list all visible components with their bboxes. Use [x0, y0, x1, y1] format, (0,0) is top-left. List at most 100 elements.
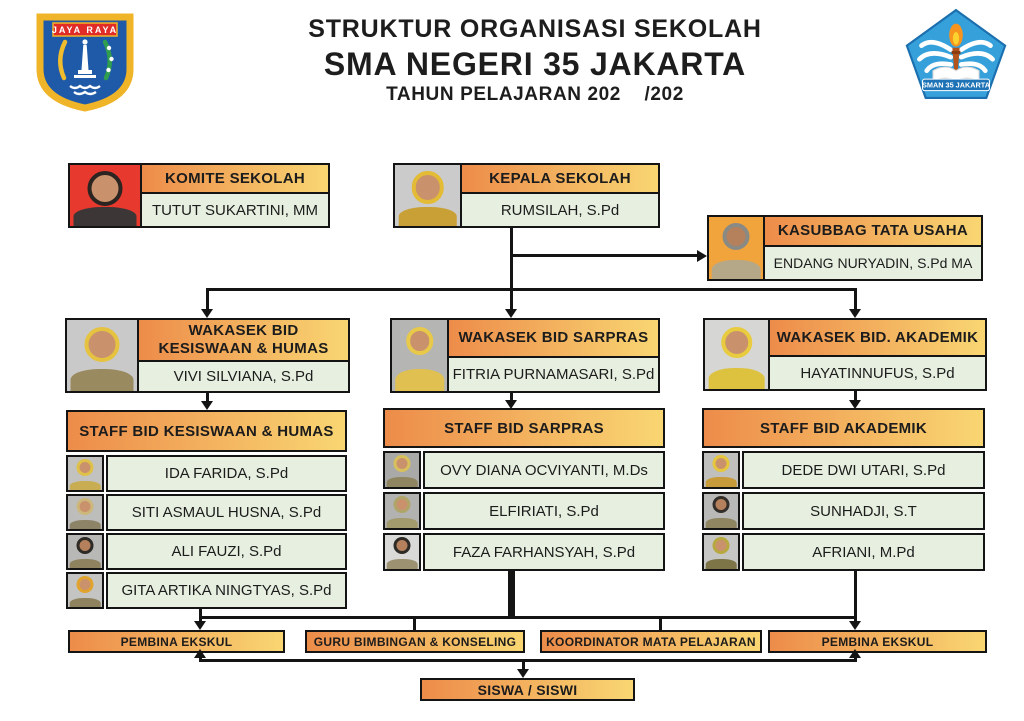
jakarta-banner-text: JAYA RAYA — [52, 25, 118, 35]
arrow-staff-right — [849, 400, 861, 409]
card-wakasek-akademik: WAKASEK BID. AKADEMIK HAYATINNUFUS, S.Pd — [703, 318, 987, 391]
photo-wakasek-sarpras — [390, 318, 447, 393]
role-title-wakasek-akademik: WAKASEK BID. AKADEMIK — [768, 318, 987, 357]
person-name-wakasek-akademik: HAYATINNUFUS, S.Pd — [768, 357, 987, 391]
connector-stub — [199, 656, 202, 661]
connector-kepala-down — [510, 228, 513, 290]
page-title: STRUKTUR ORGANISASI SEKOLAH SMA NEGERI 3… — [46, 15, 1024, 106]
staff-col-akademik: STAFF BID AKADEMIK DEDE DWI UTARI, S.Pd … — [702, 408, 985, 571]
connector-akademik-down — [854, 571, 857, 623]
connector-koord-stub — [659, 616, 662, 630]
card-wakasek-sarpras: WAKASEK BID SARPRAS FITRIA PURNAMASARI, … — [390, 318, 660, 393]
staff-row: GITA ARTIKA NINGTYAS, S.Pd — [66, 572, 347, 609]
staff-row: OVY DIANA OCVIYANTI, M.Ds — [383, 451, 665, 489]
connector-siswa-rail — [199, 659, 857, 662]
photo-staff-member — [66, 455, 104, 492]
person-name-staff: GITA ARTIKA NINGTYAS, S.Pd — [106, 572, 347, 609]
photo-staff-member — [383, 533, 421, 571]
person-name-staff: AFRIANI, M.Pd — [742, 533, 985, 571]
sman35-badge-logo: SMAN 35 JAKARTA — [905, 8, 1007, 99]
connector-stub — [510, 392, 513, 402]
person-name-staff: IDA FARIDA, S.Pd — [106, 455, 347, 492]
photo-staff-member — [702, 492, 740, 530]
connector-stub — [854, 288, 857, 310]
connector-to-kasubbag — [511, 254, 697, 257]
photo-wakasek-kesiswaan — [65, 318, 137, 393]
box-guru-bk: GURU BIMBINGAN & KONSELING — [305, 630, 525, 653]
arrow-up-pembina-right — [849, 649, 861, 658]
role-title-kepala: KEPALA SEKOLAH — [460, 163, 660, 194]
photo-staff-member — [702, 451, 740, 489]
arrow-wakasek-left — [201, 309, 213, 318]
role-title-komite: KOMITE SEKOLAH — [140, 163, 330, 194]
photo-staff-member — [383, 492, 421, 530]
person-name-kasubbag: ENDANG NURYADIN, S.Pd MA — [763, 247, 983, 281]
connector-stub — [854, 390, 857, 402]
person-name-kepala: RUMSILAH, S.Pd — [460, 194, 660, 228]
arrow-kasubbag — [697, 250, 707, 262]
photo-komite-sekolah — [68, 163, 140, 228]
person-name-staff: FAZA FARHANSYAH, S.Pd — [423, 533, 665, 571]
staff-row: AFRIANI, M.Pd — [702, 533, 985, 571]
connector-guru-stub — [413, 616, 416, 630]
jakarta-crest-logo: JAYA RAYA — [36, 13, 134, 112]
role-title-wakasek-kesiswaan: WAKASEK BID KESISWAAN & HUMAS — [137, 318, 350, 362]
connector-stub — [510, 288, 513, 310]
connector-stub — [206, 288, 209, 310]
staff-row: ELFIRIATI, S.Pd — [383, 492, 665, 530]
connector-sarpras-down-thick — [508, 571, 515, 618]
box-pembina-ekskul-left: PEMBINA EKSKUL — [68, 630, 285, 653]
staff-header-akademik: STAFF BID AKADEMIK — [702, 408, 985, 448]
person-name-wakasek-sarpras: FITRIA PURNAMASARI, S.Pd — [447, 358, 660, 393]
arrow-wakasek-right — [849, 309, 861, 318]
photo-staff-member — [702, 533, 740, 571]
arrow-pembina-left — [194, 621, 206, 630]
card-kepala-sekolah: KEPALA SEKOLAH RUMSILAH, S.Pd — [393, 163, 660, 228]
arrow-wakasek-mid — [505, 309, 517, 318]
person-name-staff: OVY DIANA OCVIYANTI, M.Ds — [423, 451, 665, 489]
staff-row: SUNHADJI, S.T — [702, 492, 985, 530]
person-name-staff: ALI FAUZI, S.Pd — [106, 533, 347, 570]
connector-stub — [854, 656, 857, 661]
sman35-ribbon-text: SMAN 35 JAKARTA — [922, 80, 991, 89]
arrow-pembina-right — [849, 621, 861, 630]
card-komite-sekolah: KOMITE SEKOLAH TUTUT SUKARTINI, MM — [68, 163, 330, 228]
arrow-staff-mid — [505, 400, 517, 409]
photo-staff-member — [383, 451, 421, 489]
connector-wakasek-distributor — [207, 288, 857, 291]
card-wakasek-kesiswaan-humas: WAKASEK BID KESISWAAN & HUMAS VIVI SILVI… — [65, 318, 350, 393]
person-name-staff: SUNHADJI, S.T — [742, 492, 985, 530]
title-line2: SMA NEGERI 35 JAKARTA — [323, 46, 747, 82]
box-pembina-ekskul-right: PEMBINA EKSKUL — [768, 630, 987, 653]
role-title-kasubbag: KASUBBAG TATA USAHA — [763, 215, 983, 247]
photo-staff-member — [66, 533, 104, 570]
title-line1: STRUKTUR ORGANISASI SEKOLAH — [308, 15, 762, 43]
photo-staff-member — [66, 494, 104, 531]
arrow-up-pembina-left — [194, 649, 206, 658]
person-name-staff: ELFIRIATI, S.Pd — [423, 492, 665, 530]
photo-staff-member — [66, 572, 104, 609]
card-kasubbag-tata-usaha: KASUBBAG TATA USAHA ENDANG NURYADIN, S.P… — [707, 215, 983, 281]
title-line3: TAHUN PELAJARAN 202 /202 — [386, 84, 684, 105]
staff-row: DEDE DWI UTARI, S.Pd — [702, 451, 985, 489]
photo-wakasek-akademik — [703, 318, 768, 391]
staff-row: SITI ASMAUL HUSNA, S.Pd — [66, 494, 347, 531]
photo-kepala-sekolah — [393, 163, 460, 228]
arrow-siswa — [517, 669, 529, 678]
connector-stub — [206, 392, 209, 402]
person-name-staff: SITI ASMAUL HUSNA, S.Pd — [106, 494, 347, 531]
connector-siswa-stub — [522, 659, 525, 671]
connector-left-col-down — [199, 607, 202, 624]
staff-row: IDA FARIDA, S.Pd — [66, 455, 347, 492]
person-name-staff: DEDE DWI UTARI, S.Pd — [742, 451, 985, 489]
photo-kasubbag — [707, 215, 763, 281]
box-koordinator-mapel: KOORDINATOR MATA PELAJARAN — [540, 630, 762, 653]
staff-header-sarpras: STAFF BID SARPRAS — [383, 408, 665, 448]
box-siswa-siswi: SISWA / SISWI — [420, 678, 635, 701]
staff-row: ALI FAUZI, S.Pd — [66, 533, 347, 570]
arrow-staff-left — [201, 401, 213, 410]
staff-col-sarpras: STAFF BID SARPRAS OVY DIANA OCVIYANTI, M… — [383, 408, 665, 571]
person-name-wakasek-kesiswaan: VIVI SILVIANA, S.Pd — [137, 362, 350, 393]
staff-col-kesiswaan-humas: STAFF BID KESISWAAN & HUMAS IDA FARIDA, … — [66, 410, 347, 609]
